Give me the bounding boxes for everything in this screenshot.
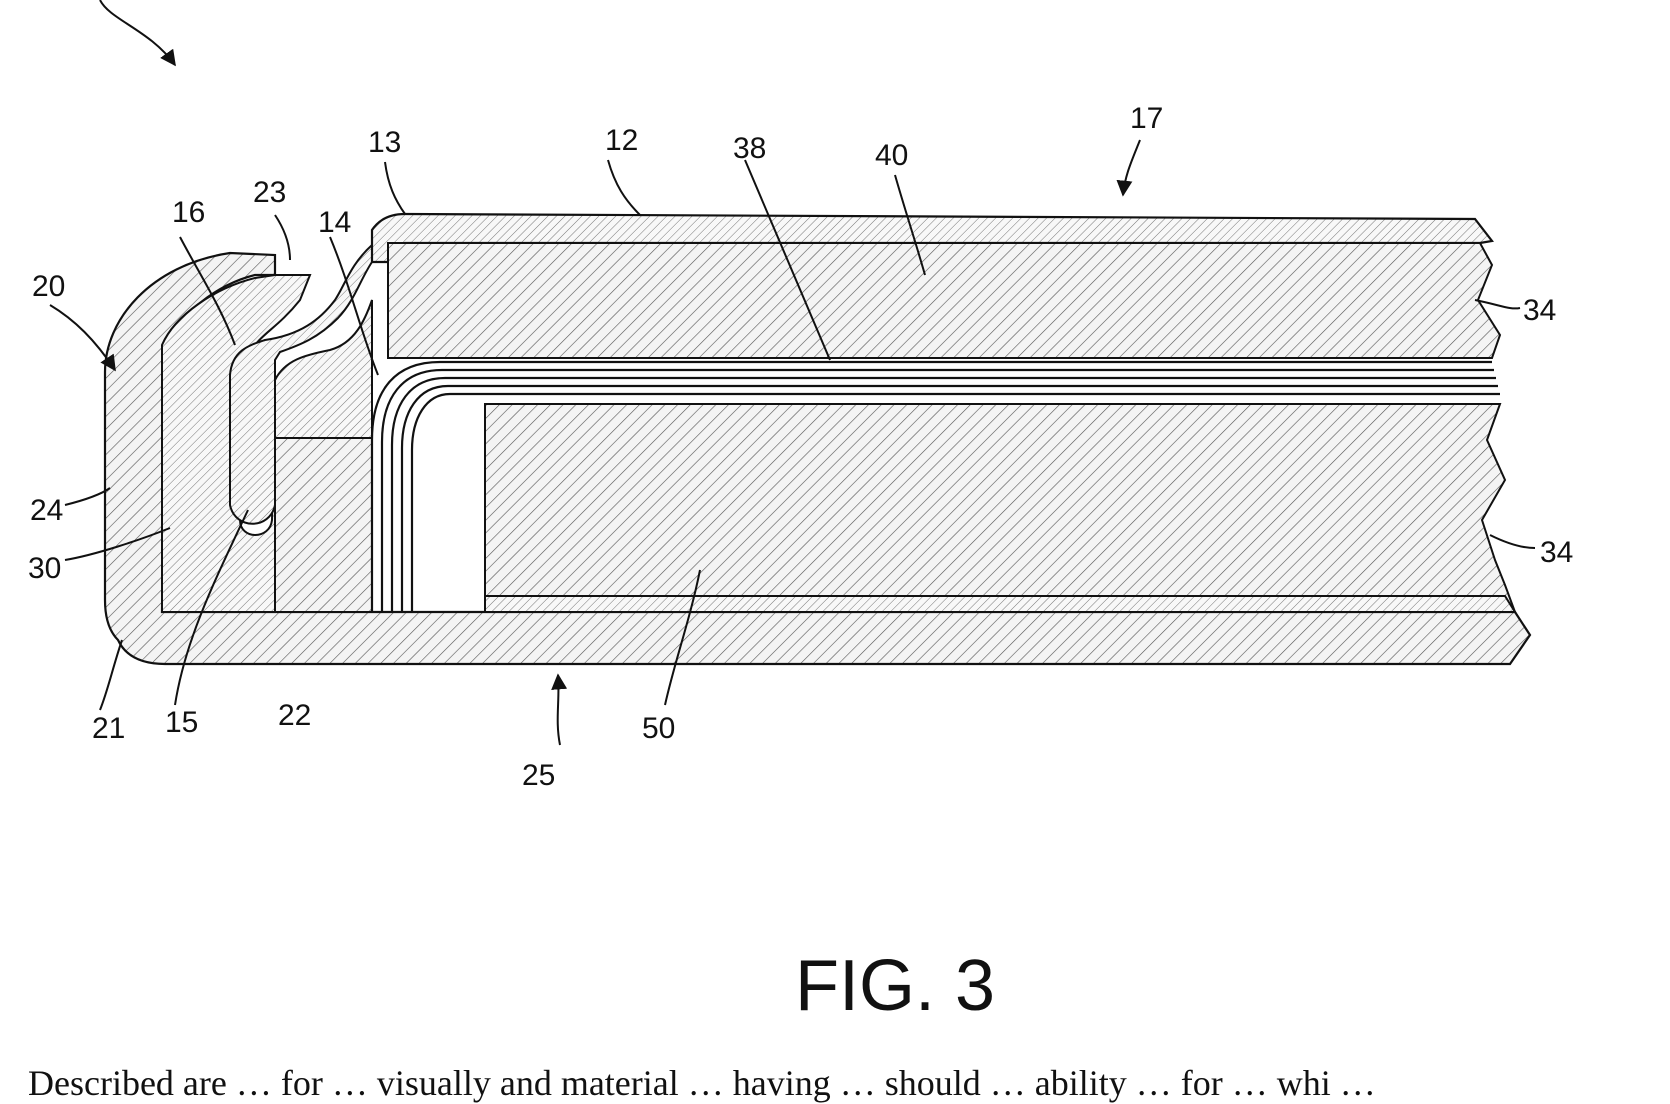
- ref-38: 38: [733, 132, 766, 165]
- ref-34-lower: 34: [1540, 536, 1573, 569]
- ref-24: 24: [30, 494, 63, 527]
- block-22: [275, 438, 372, 612]
- body-text-fragment: Described are … for … visually and mater…: [28, 1062, 1670, 1104]
- ref-15: 15: [165, 706, 198, 739]
- ref-34-upper: 34: [1523, 294, 1556, 327]
- top-left-arrow: [100, 0, 175, 65]
- ref-16: 16: [172, 196, 205, 229]
- cathode-40: [388, 243, 1500, 358]
- ref-20: 20: [32, 270, 65, 303]
- ref-17: 17: [1130, 102, 1163, 135]
- ref-13: 13: [368, 126, 401, 159]
- ref-30: 30: [28, 552, 61, 585]
- ref-12: 12: [605, 124, 638, 157]
- ref-25: 25: [522, 759, 555, 792]
- figure-caption: FIG. 3: [795, 946, 995, 1026]
- ref-40: 40: [875, 139, 908, 172]
- ref-23: 23: [253, 176, 286, 209]
- ref-21: 21: [92, 712, 125, 745]
- ref-22: 22: [278, 699, 311, 732]
- patent-figure-3: 12 13 14 15 16 17 20 21 22 23 24 25 30 3…: [0, 0, 1670, 1060]
- anode-50: [485, 404, 1515, 612]
- anode-lower-layer: [485, 596, 1515, 612]
- ref-50: 50: [642, 712, 675, 745]
- ref-14: 14: [318, 206, 351, 239]
